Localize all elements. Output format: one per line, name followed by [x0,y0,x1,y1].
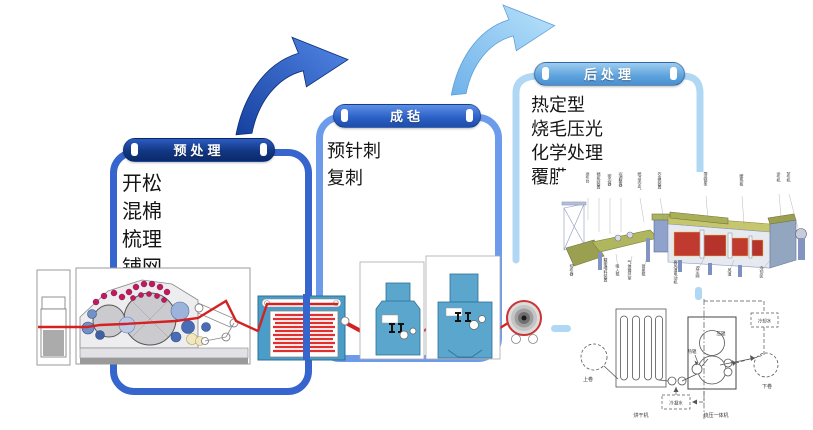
machine-label: 暖热板 [740,173,745,187]
step-item: 复刺 [327,168,363,188]
panel-felting-steps: 预针刺 复刺 [327,138,381,192]
schematic-label-dryer: 烘干机 [633,412,648,419]
panel-felting-header: 成毡 [333,104,481,128]
schematic-label-press-roll: 压辊 [717,330,726,337]
panel-posttreatment-steps: 热定型 烧毛压光 化学处理 覆膜 [531,93,603,189]
machine-label: 起绒和预热装置 [597,172,602,190]
feed-hopper [36,269,71,366]
schematic-label-condensate: 冷凝水 [669,400,683,407]
schematic-label-combo-machine: 烧压一体机 [703,412,728,419]
panel-border-fragment [303,294,310,360]
machine-label: 吸入辊 [616,264,621,277]
pill-end-cap [670,67,677,80]
pill-end-cap [466,109,473,122]
schematic-label-hot-roll: 热辊 [688,348,697,355]
panel-posttreatment-title: 后处理 [583,66,635,82]
panel-pretreatment-title: 预处理 [173,142,225,158]
machine-label: 面风道电动机 [674,260,679,285]
schematic-arrowheads [673,355,755,405]
machine-label: 切布器 [570,263,575,277]
flow-arrow-2 [450,4,556,96]
machine-label: 冷却区 [760,265,765,278]
flow-arrow-1 [235,36,349,136]
pill-end-cap [260,143,267,156]
machine-label: 张紧辊 [642,263,647,277]
machine-label: 气体交换装置 [658,172,663,190]
label-leader-lines [571,193,799,271]
panel-border-fragment [695,287,702,300]
schematic-label-cooling-water: 冷却水 [758,318,772,325]
machine-label: 卷布机 [787,172,792,183]
worker-rollers [92,280,171,306]
needle-loom-1 [359,261,425,360]
nonwoven-line-illustration [36,255,542,366]
machine-label: 气体循环室 [628,259,633,280]
machine-labels: 进布台 起绒和预热装置 密边器 布边调整器 循环系统F型空气 气体交换装置 输送… [570,172,792,285]
machine-label: 布边调整器 [619,172,624,188]
step-item: 热定型 [531,95,585,115]
panel-pretreatment-header: 预处理 [123,138,275,162]
pill-end-cap [542,67,549,80]
machine-label: 风道 [728,268,733,277]
schematic-label-unwind: 上卷 [583,376,593,383]
machine-label: 密边器 [608,173,613,187]
carding-machine [75,267,251,365]
machine-label: 精密喂料装置 [604,257,609,283]
machine-label: 循环系统F型空气 [638,172,643,190]
panel-border-fragment [551,325,571,332]
machine-label: 输送链条 [704,172,709,186]
step-item: 开松 [122,173,162,195]
machine-label: 进布台 [586,172,591,184]
needle-board [455,312,471,322]
needle-loom-2 [425,255,501,360]
machine-label: 出布机 [777,172,782,183]
heat-setting-line-illustration: 进布台 起绒和预热装置 密边器 布边调整器 循环系统F型空气 气体交换装置 输送… [558,172,813,294]
step-item: 烧毛压光 [531,119,603,139]
schematic-label-rewind: 下卷 [762,383,772,390]
panel-felting-title: 成毡 [389,108,424,124]
pill-end-cap [131,143,138,156]
step-item: 预针刺 [327,141,381,161]
step-item: 梳理 [122,229,162,251]
pill-end-cap [341,109,348,122]
step-item: 化学处理 [531,143,603,163]
machine-label: 滤尘网 [696,265,701,279]
step-item: 混棉 [122,201,162,223]
wind-up-roll [506,300,542,344]
panel-posttreatment-header: 后处理 [534,62,685,86]
singe-calender-schematic: 上卷 烘干机 压辊 热辊 冷却水 冷凝水 下卷 烧压一体机 [558,293,803,425]
